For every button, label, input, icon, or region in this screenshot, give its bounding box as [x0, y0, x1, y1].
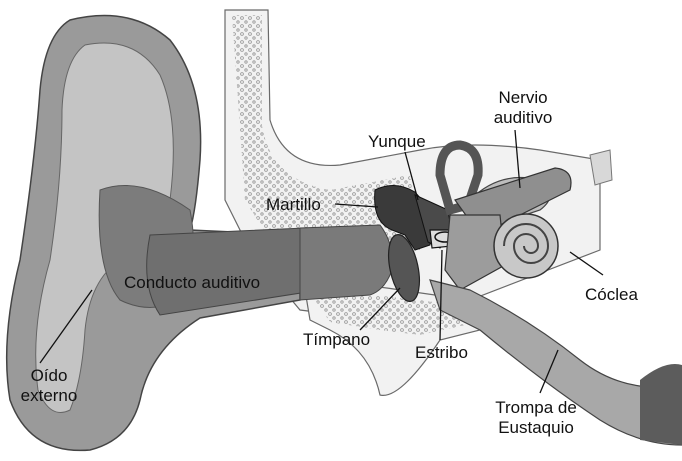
trompa-label-line1: Trompa de	[480, 398, 592, 418]
yunque-label: Yunque	[368, 132, 426, 152]
martillo-label: Martillo	[266, 195, 321, 215]
trompa-eustaquio-label: Trompa de Eustaquio	[480, 398, 592, 438]
nervio-auditivo-label: Nervio auditivo	[480, 88, 566, 128]
oido-externo-label: Oído externo	[14, 366, 84, 406]
timpano-label: Tímpano	[303, 330, 370, 350]
ear-canal	[300, 225, 393, 300]
oido-label-line1: Oído	[14, 366, 84, 386]
coclea-label: Cóclea	[585, 285, 638, 305]
nervio-label-line1: Nervio	[480, 88, 566, 108]
trompa-label-line2: Eustaquio	[480, 418, 592, 438]
conducto-auditivo-label: Conducto auditivo	[124, 273, 260, 293]
estribo-label: Estribo	[415, 343, 468, 363]
oido-label-line2: externo	[14, 386, 84, 406]
nervio-label-line2: auditivo	[480, 108, 566, 128]
